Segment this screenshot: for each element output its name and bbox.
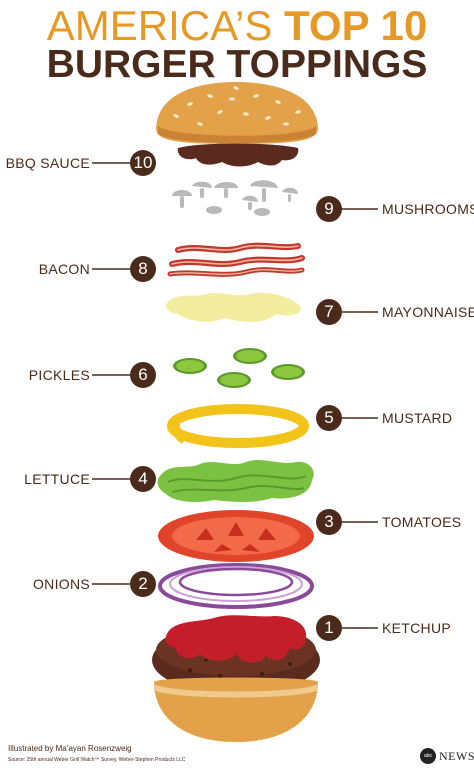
rank-badge-6: 6 bbox=[130, 362, 156, 388]
abc-news-logo: abc NEWS bbox=[420, 748, 474, 764]
rank-badge-7: 7 bbox=[316, 299, 342, 325]
rank-badge-9: 9 bbox=[316, 196, 342, 222]
label-bbq-sauce: BBQ SAUCE bbox=[5, 155, 90, 171]
label-pickles: PICKLES bbox=[28, 367, 90, 383]
label-mustard: MUSTARD bbox=[382, 410, 453, 426]
tomato-icon bbox=[158, 510, 314, 562]
mustard-icon bbox=[167, 404, 309, 448]
rank-badge-5: 5 bbox=[316, 405, 342, 431]
label-ketchup: KETCHUP bbox=[382, 620, 451, 636]
rank-badge-10: 10 bbox=[130, 150, 156, 176]
top-bun-icon bbox=[156, 82, 318, 144]
label-mayonnaise: MAYONNAISE bbox=[382, 304, 474, 320]
bbq-sauce-icon bbox=[177, 143, 299, 167]
label-bacon: BACON bbox=[38, 261, 90, 277]
ketchup-icon bbox=[165, 615, 307, 663]
pickles-icon bbox=[173, 348, 305, 388]
label-lettuce: LETTUCE bbox=[24, 471, 90, 487]
label-mushrooms: MUSHROOMS bbox=[382, 201, 474, 217]
onions-icon bbox=[158, 563, 314, 609]
rank-badge-8: 8 bbox=[130, 256, 156, 282]
title-line-2: BURGER TOPPINGS bbox=[46, 43, 428, 86]
title-america: AMERICA’S bbox=[46, 2, 273, 49]
mayonnaise-icon bbox=[166, 292, 301, 322]
news-wordmark: NEWS bbox=[439, 749, 474, 763]
rank-badge-2: 2 bbox=[130, 571, 156, 597]
mushrooms-icon bbox=[172, 180, 298, 216]
title-top-10: TOP 10 bbox=[284, 2, 428, 49]
source-note: Source: 25th annual Weber Grill Watch™ S… bbox=[8, 757, 186, 763]
illustration-credit: Illustrated by Ma’ayan Rosenzweig bbox=[8, 744, 132, 753]
title-line-1: AMERICA’S TOP 10 bbox=[0, 4, 474, 48]
bacon-icon bbox=[167, 242, 305, 277]
abc-logo-icon: abc bbox=[420, 748, 436, 764]
rank-badge-3: 3 bbox=[316, 509, 342, 535]
lettuce-icon bbox=[157, 460, 314, 502]
leader-lines bbox=[92, 162, 378, 629]
label-onions: ONIONS bbox=[32, 576, 90, 592]
rank-badge-1: 1 bbox=[316, 615, 342, 641]
bottom-bun-icon bbox=[154, 677, 318, 742]
rank-badge-4: 4 bbox=[130, 466, 156, 492]
label-tomatoes: TOMATOES bbox=[382, 514, 462, 530]
